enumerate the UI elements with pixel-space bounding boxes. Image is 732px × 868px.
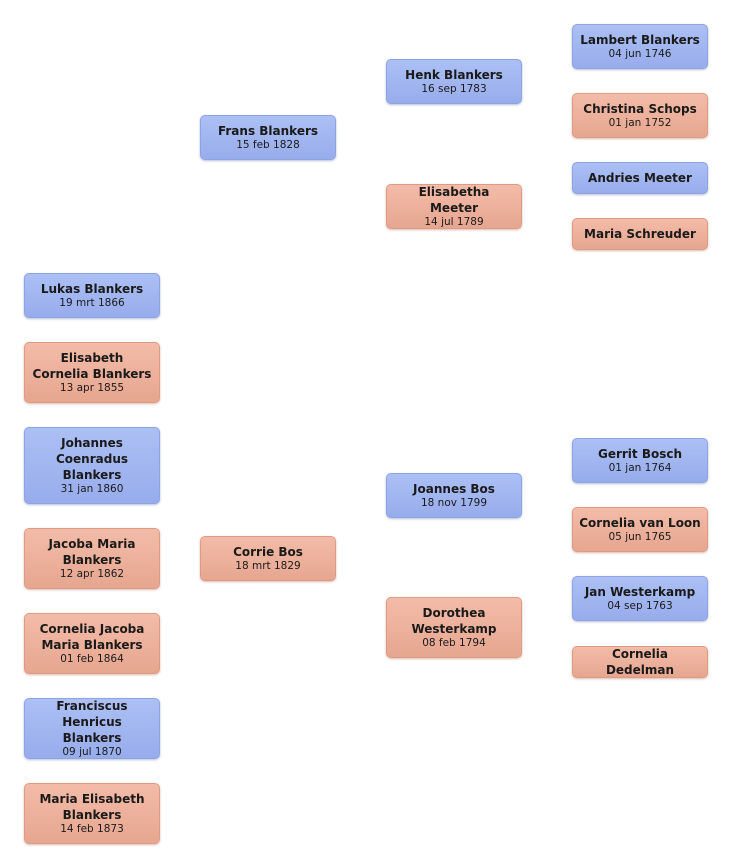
person-name: Frans Blankers: [217, 124, 319, 138]
person-name: Cornelia Jacoba Maria Blankers: [39, 622, 145, 652]
person-birth-date: 18 nov 1799: [420, 497, 488, 509]
person-card-great-grandmother[interactable]: Cornelia van Loon 05 jun 1765: [572, 507, 708, 552]
person-birth-date: 01 jan 1752: [608, 117, 672, 129]
person-name: Corrie Bos: [233, 545, 303, 559]
person-birth-date: 04 jun 1746: [608, 48, 672, 60]
person-card-great-grandfather[interactable]: Gerrit Bosch 01 jan 1764: [572, 438, 708, 483]
person-name: Lukas Blankers: [40, 282, 144, 296]
person-birth-date: 01 jan 1764: [608, 462, 672, 474]
person-name: Maria Elisabeth Blankers: [39, 792, 145, 822]
person-name: Christina Schops: [583, 102, 697, 116]
person-name: Jacoba Maria Blankers: [48, 537, 136, 567]
person-birth-date: 18 mrt 1829: [235, 560, 301, 572]
person-name: Lambert Blankers: [580, 33, 700, 47]
person-name: Jan Westerkamp: [584, 585, 696, 599]
person-birth-date: 13 apr 1855: [59, 382, 125, 394]
person-card-child[interactable]: Lukas Blankers 19 mrt 1866: [24, 273, 160, 318]
person-birth-date: 05 jun 1765: [608, 531, 672, 543]
person-birth-date: 19 mrt 1866: [59, 297, 125, 309]
person-card-child[interactable]: Jacoba Maria Blankers 12 apr 1862: [24, 528, 160, 589]
person-card-child[interactable]: Maria Elisabeth Blankers 14 feb 1873: [24, 783, 160, 844]
person-name: Cornelia van Loon: [579, 516, 701, 530]
person-birth-date: 12 apr 1862: [59, 568, 125, 580]
person-name: Cornelia Dedelman: [605, 647, 675, 677]
person-name: Elisabeth Cornelia Blankers: [32, 351, 152, 381]
person-card-great-grandfather[interactable]: Lambert Blankers 04 jun 1746: [572, 24, 708, 69]
person-name: Maria Schreuder: [584, 227, 696, 241]
person-name: Andries Meeter: [588, 171, 692, 185]
person-name: Henk Blankers: [405, 68, 503, 82]
person-birth-date: 04 sep 1763: [607, 600, 673, 612]
person-name: Dorothea Westerkamp: [411, 606, 497, 636]
person-name: Gerrit Bosch: [597, 447, 683, 461]
person-card-great-grandfather[interactable]: Jan Westerkamp 04 sep 1763: [572, 576, 708, 621]
person-birth-date: 16 sep 1783: [421, 83, 487, 95]
person-card-child[interactable]: Franciscus Henricus Blankers 09 jul 1870: [24, 698, 160, 759]
person-card-grandfather[interactable]: Henk Blankers 16 sep 1783: [386, 59, 522, 104]
person-card-grandmother[interactable]: Elisabetha Meeter 14 jul 1789: [386, 184, 522, 229]
person-birth-date: 15 feb 1828: [236, 139, 300, 151]
person-name: Johannes Coenradus Blankers: [55, 436, 129, 482]
person-birth-date: 14 jul 1789: [424, 216, 484, 228]
person-name: Franciscus Henricus Blankers: [56, 699, 128, 745]
person-card-mother[interactable]: Corrie Bos 18 mrt 1829: [200, 536, 336, 581]
person-card-grandfather[interactable]: Joannes Bos 18 nov 1799: [386, 473, 522, 518]
person-birth-date: 31 jan 1860: [60, 483, 124, 495]
person-birth-date: 08 feb 1794: [422, 637, 486, 649]
person-birth-date: 14 feb 1873: [60, 823, 124, 835]
person-card-child[interactable]: Cornelia Jacoba Maria Blankers 01 feb 18…: [24, 613, 160, 674]
person-card-great-grandfather[interactable]: Andries Meeter: [572, 162, 708, 194]
person-card-great-grandmother[interactable]: Maria Schreuder: [572, 218, 708, 250]
person-card-great-grandmother[interactable]: Cornelia Dedelman: [572, 646, 708, 678]
person-birth-date: 01 feb 1864: [60, 653, 124, 665]
person-card-grandmother[interactable]: Dorothea Westerkamp 08 feb 1794: [386, 597, 522, 658]
person-birth-date: 09 jul 1870: [62, 746, 122, 758]
person-name: Elisabetha Meeter: [418, 185, 490, 215]
person-card-child[interactable]: Johannes Coenradus Blankers 31 jan 1860: [24, 427, 160, 504]
person-name: Joannes Bos: [413, 482, 495, 496]
person-card-father[interactable]: Frans Blankers 15 feb 1828: [200, 115, 336, 160]
person-card-great-grandmother[interactable]: Christina Schops 01 jan 1752: [572, 93, 708, 138]
person-card-child[interactable]: Elisabeth Cornelia Blankers 13 apr 1855: [24, 342, 160, 403]
